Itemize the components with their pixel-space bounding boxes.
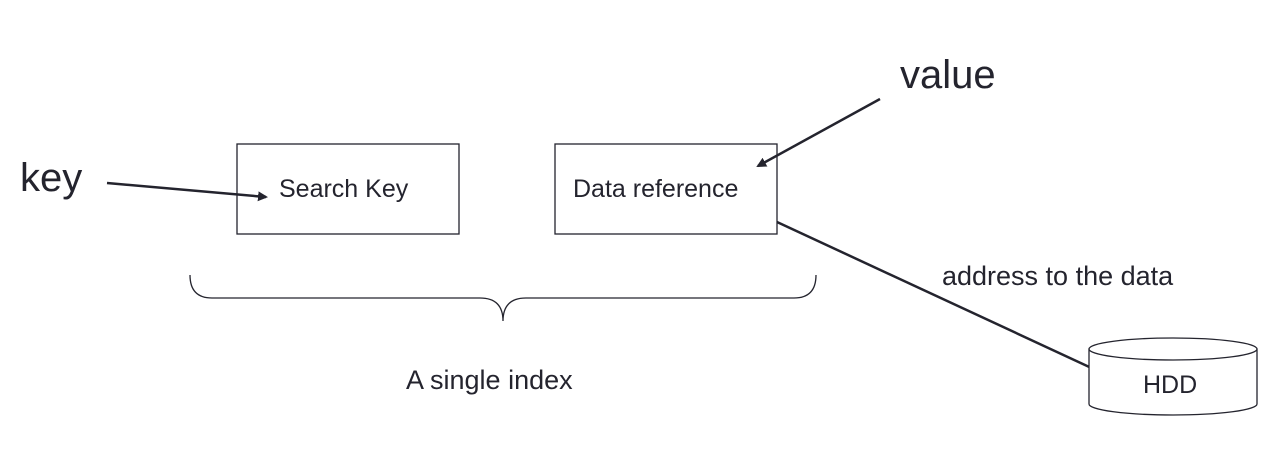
value-label: value	[900, 53, 996, 97]
hdd-cylinder	[1088, 337, 1258, 416]
search-key-box	[236, 143, 460, 235]
key-label: key	[20, 156, 83, 200]
address-label: address to the data	[942, 261, 1174, 291]
data-reference-label: Data reference	[573, 175, 739, 203]
key-arrow	[106, 181, 268, 202]
address-arrow	[776, 220, 1115, 380]
value-arrow	[756, 97, 881, 168]
single-index-label: A single index	[406, 365, 573, 395]
hdd-label: HDD	[1143, 371, 1198, 399]
single-index-brace	[189, 274, 817, 322]
search-key-label: Search Key	[279, 175, 409, 203]
data-reference-box	[554, 143, 778, 235]
